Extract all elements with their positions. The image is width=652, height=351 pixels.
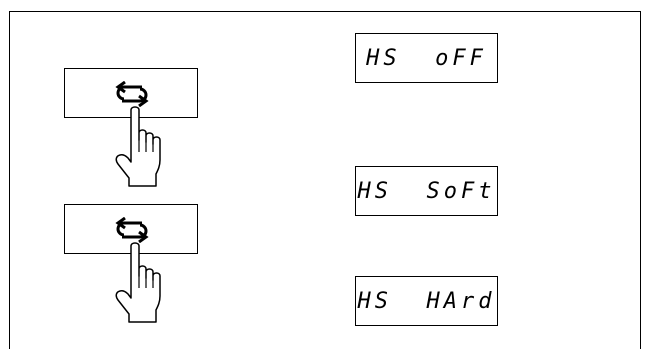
display-hs-off: HS oFF xyxy=(355,33,498,83)
display-text: HS oFF xyxy=(366,45,487,71)
display-hs-soft: HS SoFt xyxy=(355,166,498,216)
display-hs-hard: HS HArd xyxy=(355,276,498,326)
cycle-arrows-icon xyxy=(115,217,149,243)
display-text: HS SoFt xyxy=(357,178,496,204)
pointing-hand-icon xyxy=(115,242,161,323)
display-text: HS HArd xyxy=(357,288,496,314)
pointing-hand-icon xyxy=(115,106,161,187)
diagram-frame xyxy=(9,11,641,349)
cycle-arrows-icon xyxy=(115,81,149,107)
